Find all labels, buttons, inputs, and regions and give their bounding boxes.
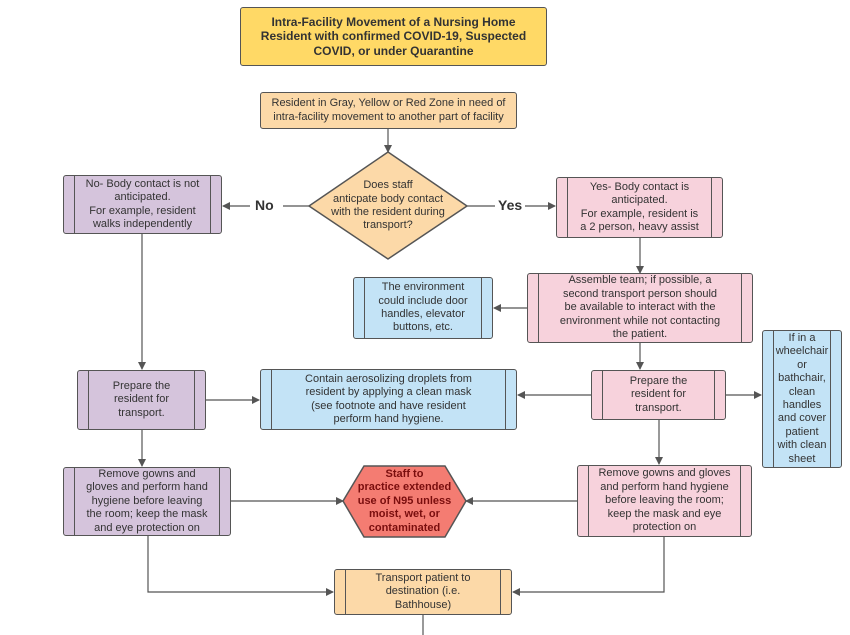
no-contact-box: No- Body contact is not anticipated. For… [63, 175, 222, 234]
flowchart-title: Intra-Facility Movement of a Nursing Hom… [240, 7, 547, 66]
yes-label: Yes [498, 197, 523, 213]
decision-text: Does staff anticpate body contact with t… [331, 179, 445, 232]
prepare-right-box: Prepare the resident for transport. [591, 370, 726, 420]
prepare-left-box: Prepare the resident for transport. [77, 370, 206, 430]
wheelchair-note-box: If in a wheelchair or bathchair, clean h… [762, 330, 842, 468]
remove-ppe-left-box: Remove gowns and gloves and perform hand… [63, 467, 231, 536]
assemble-team-box: Assemble team; if possible, a second tra… [527, 273, 753, 343]
decision-diamond [307, 151, 469, 260]
transport-box: Transport patient to destination (i.e. B… [334, 569, 512, 615]
no-label: No [255, 197, 274, 213]
environment-note-box: The environment could include door handl… [353, 277, 493, 339]
n95-hexagon [342, 465, 467, 538]
arrow-remove-left-to-transport [147, 536, 334, 596]
contain-droplets-box: Contain aerosolizing droplets from resid… [260, 369, 517, 430]
arrow-remove-right-to-transport [512, 537, 665, 596]
start-node: Resident in Gray, Yellow or Red Zone in … [260, 92, 517, 129]
remove-ppe-right-box: Remove gowns and gloves and perform hand… [577, 465, 752, 537]
n95-text: Staff to practice extended use of N95 un… [357, 467, 452, 534]
yes-contact-box: Yes- Body contact is anticipated. For ex… [556, 177, 723, 238]
